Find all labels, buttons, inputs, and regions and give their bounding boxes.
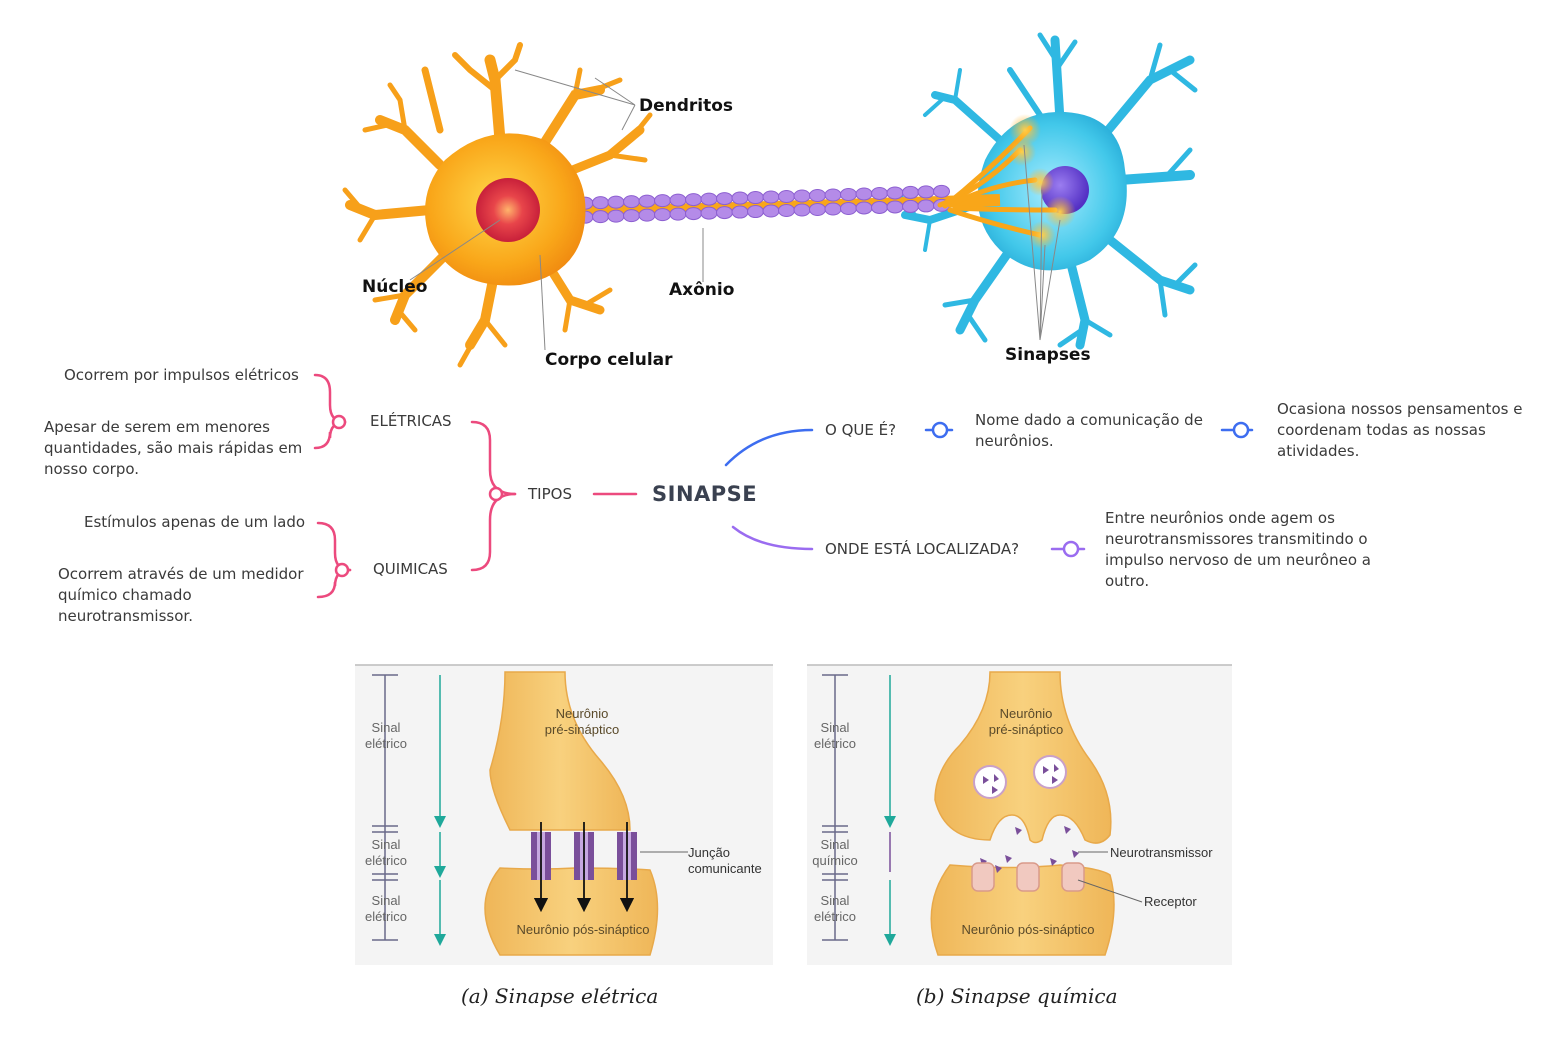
label-leaders [409, 69, 1061, 351]
panel-a [355, 664, 773, 965]
node-nome-dado[interactable] [1232, 421, 1250, 439]
myelin-sheath [576, 184, 950, 224]
node-o-que-e[interactable] [931, 421, 949, 439]
panel-a-post-label: Neurônio pós-sináptico [516, 922, 650, 937]
panel-a-junction-label: Junção comunicante [688, 845, 762, 876]
panel-b-post-label: Neurônio pós-sináptico [961, 922, 1095, 937]
panel-b-receptor-label: Receptor [1144, 894, 1197, 909]
target-dendrites [898, 32, 1198, 350]
label-axonio: Axônio [669, 280, 735, 300]
panel-b-caption: (b) Sinapse química [916, 984, 1118, 1008]
node-eletricas[interactable] [331, 414, 347, 430]
panel-b-pre-label: Neurônio pré-sináptico [988, 706, 1064, 737]
topic-o-que-e[interactable]: O QUE É? [825, 421, 897, 439]
label-dendritos: Dendritos [639, 96, 734, 116]
panel-b-pre-cell [934, 671, 1112, 844]
label-sinapses: Sinapses [1005, 345, 1091, 365]
neurotransmitters [980, 826, 1079, 873]
panel-a-signal-2: Sinal elétrico [365, 837, 407, 868]
note-mais-rapidas[interactable]: Apesar de serem em menores quantidades, … [44, 418, 303, 478]
panel-a-signal-1: Sinal elétrico [365, 720, 407, 751]
topic-onde-esta[interactable]: ONDE ESTÁ LOCALIZADA? [825, 540, 1020, 558]
label-nucleo: Núcleo [362, 277, 428, 297]
note-impulsos-eletricos[interactable]: Ocorrem por impulsos elétricos [64, 366, 299, 384]
topic-tipos[interactable]: TIPOS [528, 485, 572, 503]
note-pensamentos[interactable]: Ocasiona nossos pensamentos e coordenam … [1277, 400, 1523, 460]
panel-a-caption: (a) Sinapse elétrica [461, 984, 659, 1008]
panel-b-signal-2: Sinal químico [812, 837, 858, 868]
note-estimulos-um-lado[interactable]: Estímulos apenas de um lado [84, 513, 306, 531]
node-onde-esta[interactable] [1062, 540, 1080, 558]
panel-a-pre-cell [489, 671, 631, 831]
mindmap-center-sinapse[interactable]: SINAPSE [652, 482, 758, 506]
myelin-bead [933, 184, 950, 198]
panel-b [807, 664, 1232, 965]
panel-a-post-cell [484, 867, 659, 956]
panel-a-pre-label: Neurônio pré-sináptico [544, 706, 620, 737]
note-entre-neuronios[interactable]: Entre neurônios onde agem os neurotransm… [1105, 509, 1371, 590]
topic-eletricas[interactable]: ELÉTRICAS [370, 412, 452, 430]
vesicles [973, 755, 1067, 799]
panel-b-neurotransmitter-label: Neurotransmissor [1110, 845, 1213, 860]
node-quimicas[interactable] [334, 562, 350, 578]
receptors [971, 862, 1085, 892]
source-nucleus [476, 178, 540, 242]
panel-b-signal-1: Sinal elétrico [814, 720, 856, 751]
node-tipos[interactable] [488, 486, 504, 502]
note-nome-dado[interactable]: Nome dado a comunicação de neurônios. [975, 411, 1203, 450]
panel-a-signal-3: Sinal elétrico [365, 893, 407, 924]
note-medidor-quimico[interactable]: Ocorrem através de um medidor químico ch… [58, 565, 304, 625]
topic-quimicas[interactable]: QUIMICAS [373, 560, 448, 578]
source-dendrites [342, 42, 653, 368]
label-corpo-celular: Corpo celular [545, 350, 673, 370]
panel-b-signal-3: Sinal elétrico [814, 893, 856, 924]
synapse-glow [1008, 114, 1076, 249]
